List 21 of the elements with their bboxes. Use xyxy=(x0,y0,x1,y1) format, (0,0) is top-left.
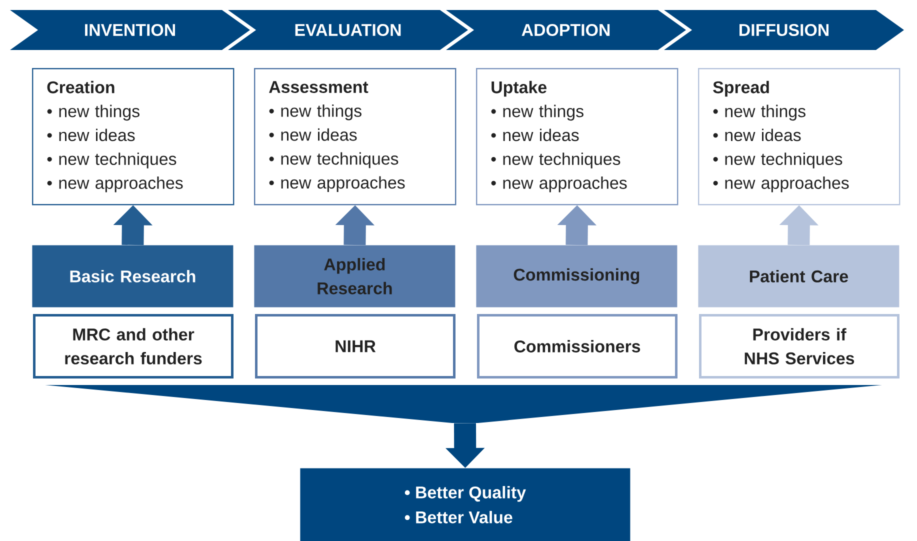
funnel-shape xyxy=(45,385,882,423)
text-box: Uptake • new things • new ideas • new techniques • new approaches xyxy=(476,68,678,206)
stage-banner: EVALUATION xyxy=(228,10,468,50)
text-box: Spread • new things • new ideas • new techniques • new approaches xyxy=(698,68,900,206)
funder-box: Providers if NHS Services xyxy=(699,314,900,378)
stage-banner: INVENTION xyxy=(10,10,250,50)
sector-box: Patient Care xyxy=(698,245,900,308)
funder-box: Commissioners xyxy=(477,314,678,378)
sector-box: Basic Research xyxy=(32,245,234,308)
funder-box: NIHR xyxy=(255,314,456,378)
node-label: ADOPTION xyxy=(522,24,610,36)
sector-box: Commissioning xyxy=(476,245,678,308)
stage-banner: ADOPTION xyxy=(446,10,686,50)
funder-box: MRC and other research funders xyxy=(33,314,234,378)
node-label: EVALUATION xyxy=(295,24,401,36)
sector-box: Applied Research xyxy=(254,245,456,308)
text-box: Assessment • new things • new ideas • new techniques • new approaches xyxy=(254,68,456,206)
node-label: DIFFUSION xyxy=(740,24,829,36)
text-box: Creation • new things • new ideas • new techniques • new approaches xyxy=(32,68,234,206)
stage-banner: DIFFUSION xyxy=(664,10,904,50)
node-label: INVENTION xyxy=(85,24,175,36)
